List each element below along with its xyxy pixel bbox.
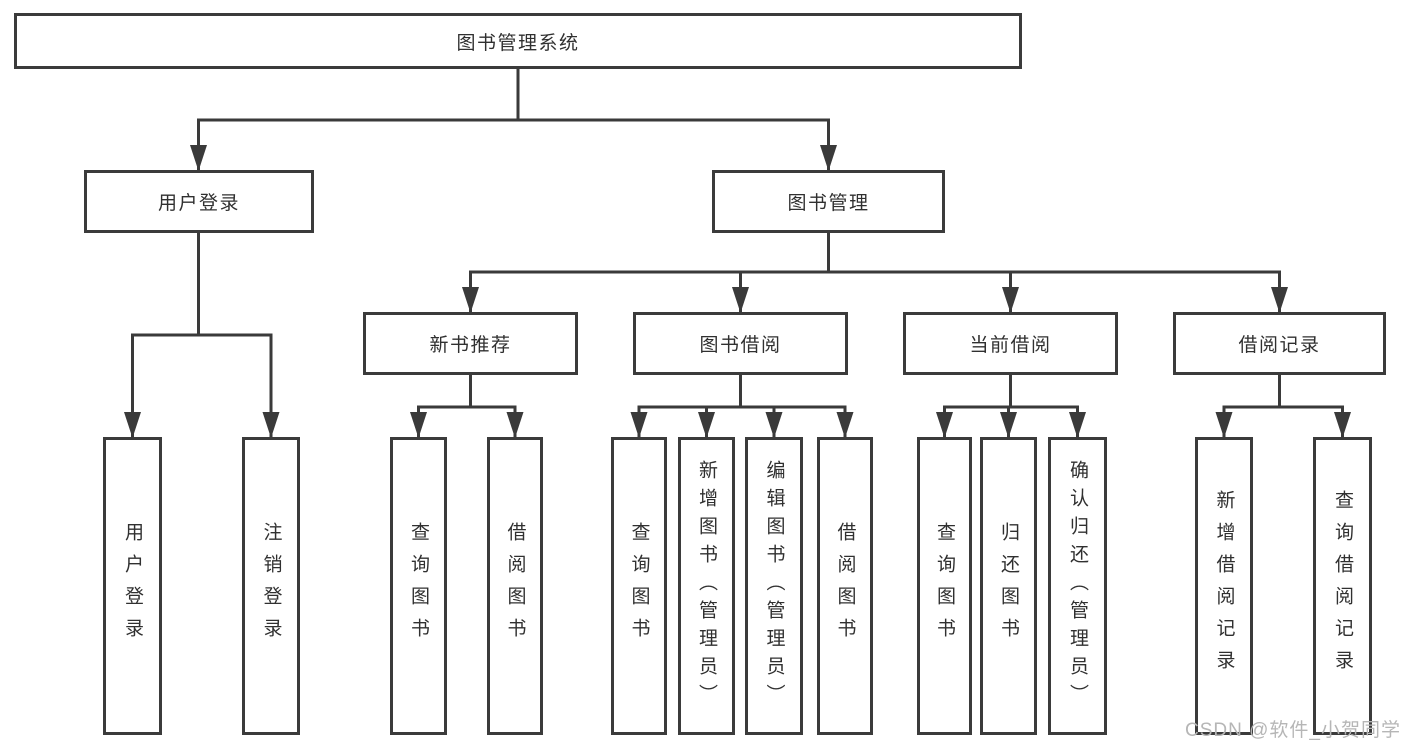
leaf-confirm-return-admin: 确认归还（管理员） xyxy=(1048,437,1107,735)
leaf-edit-book-admin: 编辑图书（管理员） xyxy=(745,437,803,735)
leaf-label: 查询图书 xyxy=(628,522,650,650)
leaf-add-book-admin: 新增图书（管理员） xyxy=(678,437,735,735)
leaf-label: 查询借阅记录 xyxy=(1332,490,1353,682)
leaf-label: 新增图书（管理员） xyxy=(696,460,717,712)
leaf-query-books-current: 查询图书 xyxy=(917,437,972,735)
leaf-label: 注销登录 xyxy=(260,522,282,650)
node-borrow-records: 借阅记录 xyxy=(1173,312,1386,375)
leaf-label: 用户登录 xyxy=(122,522,143,650)
leaf-add-borrow-record: 新增借阅记录 xyxy=(1195,437,1253,735)
node-library-system-root: 图书管理系统 xyxy=(14,13,1022,69)
leaf-label: 借阅图书 xyxy=(834,522,856,650)
leaf-label: 借阅图书 xyxy=(504,522,526,650)
leaf-label: 确认归还（管理员） xyxy=(1067,460,1088,712)
leaf-query-books-borrow: 查询图书 xyxy=(611,437,667,735)
leaf-label: 编辑图书（管理员） xyxy=(763,460,785,712)
node-book-borrow: 图书借阅 xyxy=(633,312,848,375)
watermark: CSDN @软件_小贺同学 xyxy=(1185,720,1401,741)
leaf-label: 新增借阅记录 xyxy=(1213,490,1235,682)
leaf-user-login: 用户登录 xyxy=(103,437,162,735)
node-current-borrow: 当前借阅 xyxy=(903,312,1118,375)
leaf-query-borrow-record: 查询借阅记录 xyxy=(1313,437,1372,735)
leaf-query-books-recommend: 查询图书 xyxy=(390,437,447,735)
leaf-label: 查询图书 xyxy=(408,522,429,650)
leaf-borrow-books: 借阅图书 xyxy=(817,437,873,735)
node-user-login: 用户登录 xyxy=(84,170,314,233)
leaf-label: 查询图书 xyxy=(934,522,955,650)
leaf-borrow-books-recommend: 借阅图书 xyxy=(487,437,543,735)
node-book-management: 图书管理 xyxy=(712,170,945,233)
leaf-logout: 注销登录 xyxy=(242,437,300,735)
node-new-book-recommend: 新书推荐 xyxy=(363,312,578,375)
leaf-label: 归还图书 xyxy=(998,522,1019,650)
leaf-return-book: 归还图书 xyxy=(980,437,1037,735)
